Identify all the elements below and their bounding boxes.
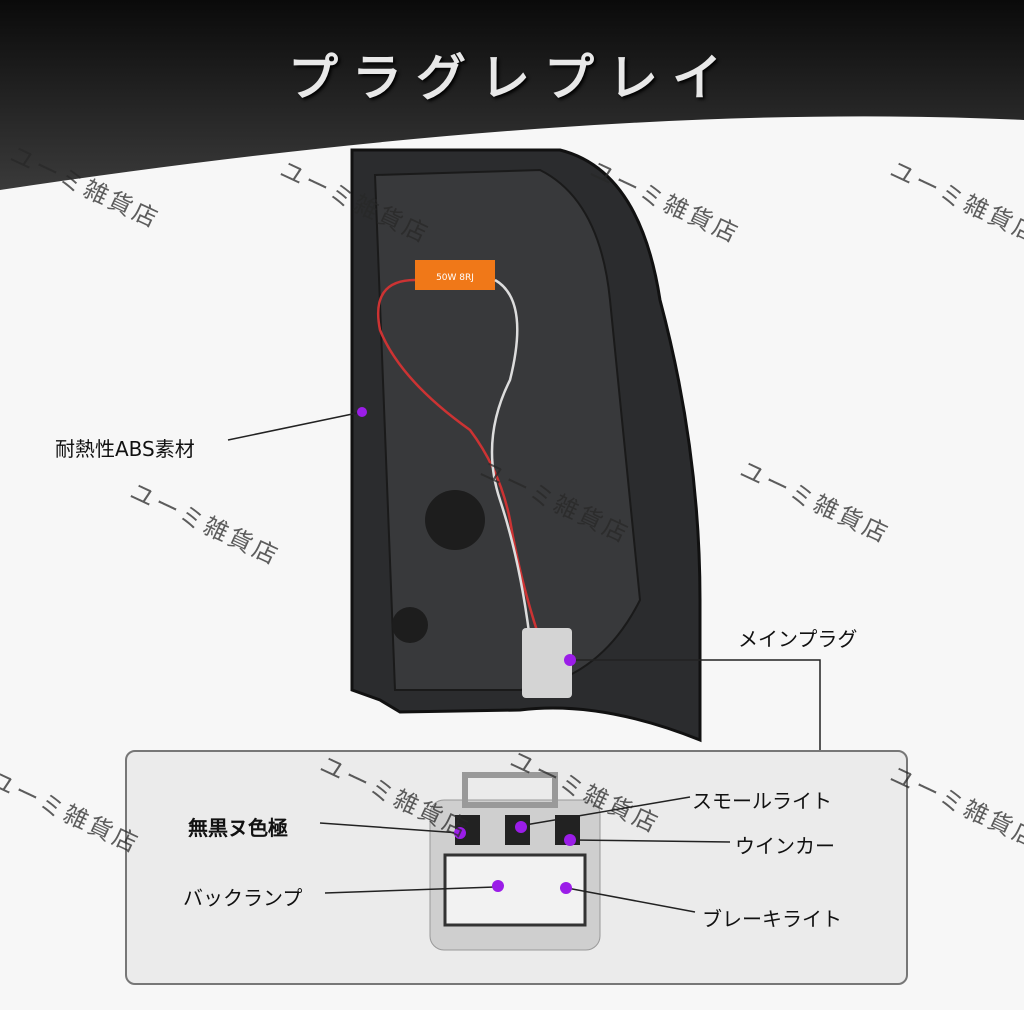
label-back-lamp: バックランプ	[183, 886, 303, 910]
pin-marker	[357, 407, 367, 417]
pin-marker	[560, 882, 572, 894]
pin-marker	[515, 821, 527, 833]
label-brake-light: ブレーキライト	[702, 907, 842, 931]
pin-marker	[564, 834, 576, 846]
pin-marker	[492, 880, 504, 892]
resistor-text: 50W 8RJ	[436, 273, 474, 283]
connector-latch	[462, 772, 558, 808]
lamp-socket	[392, 607, 428, 643]
pin-marker	[564, 654, 576, 666]
leader-line	[227, 411, 363, 441]
page-title: プラグレプレイ	[288, 49, 736, 107]
label-ground: 無黒ヌ色極	[188, 816, 288, 840]
label-winker: ウインカー	[735, 834, 835, 858]
leader-lines	[319, 796, 731, 913]
wire-white	[490, 278, 532, 641]
label-small-light: スモールライト	[692, 789, 832, 813]
label-material: 耐熱性ABS素材	[55, 437, 195, 461]
main-plug	[522, 628, 572, 698]
resistor	[415, 260, 495, 290]
label-main-plug: メインプラグ	[738, 627, 858, 651]
banner-background	[0, 0, 1024, 190]
pin-marker	[454, 827, 466, 839]
pin-markers	[357, 407, 576, 894]
lamp-socket	[425, 490, 485, 550]
leader-line	[570, 659, 821, 750]
wire-red	[376, 278, 542, 641]
